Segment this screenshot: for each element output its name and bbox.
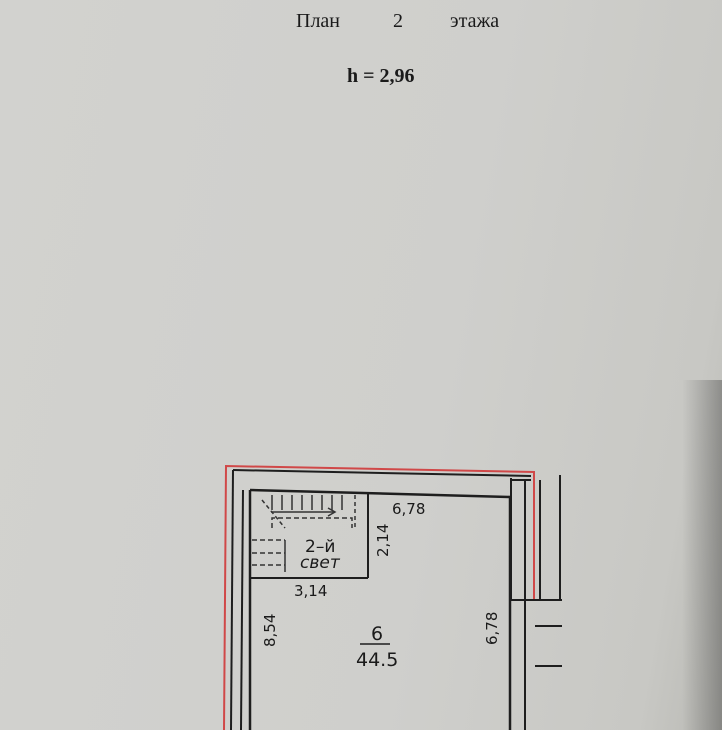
room-number: 6 xyxy=(371,623,383,645)
title-word-plan: План xyxy=(296,10,341,32)
stair-room-label-line2: свет xyxy=(300,553,341,573)
title-word-floor: этажа xyxy=(450,10,500,32)
walls xyxy=(230,469,562,730)
stair-room-width-dimension: 3,14 xyxy=(294,582,327,600)
staircase xyxy=(252,495,356,572)
title-floor-number: 2 xyxy=(393,10,403,32)
stair-room-label-line1: 2–й xyxy=(305,537,335,557)
right-dimension: 6,78 xyxy=(483,612,501,645)
boundary-line xyxy=(223,464,535,730)
left-dimension: 8,54 xyxy=(261,614,279,647)
stair-room-height-dimension: 2,14 xyxy=(374,524,392,557)
ceiling-height: h = 2,96 xyxy=(347,65,415,87)
photo-shadow xyxy=(682,380,722,730)
top-dimension: 6,78 xyxy=(392,500,425,518)
room-area: 44.5 xyxy=(356,649,398,671)
